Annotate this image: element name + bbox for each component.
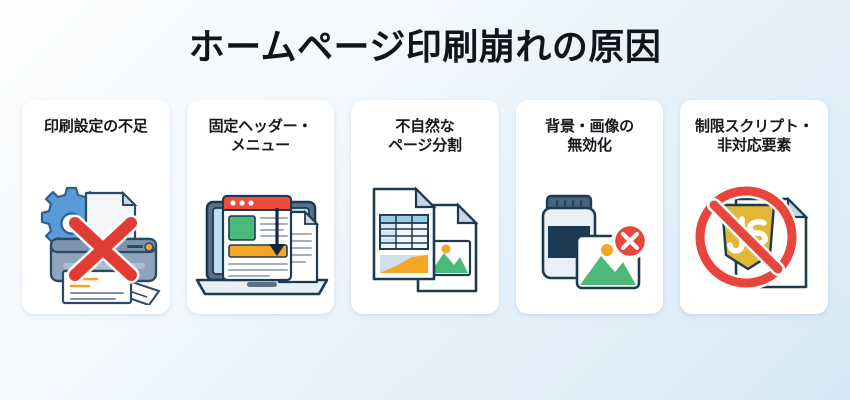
page-title: ホームページ印刷崩れの原因 [188, 27, 662, 68]
cause-card-print-settings[interactable]: 印刷設定の不足 [22, 100, 170, 314]
card-title-line1: 不自然な [395, 117, 455, 135]
cause-card-blocked-script[interactable]: 制限スクリプト・ 非対応要素 [680, 100, 828, 314]
card-title-line1: 固定ヘッダー・ [208, 117, 313, 135]
laptop-fixed-header-icon [187, 176, 335, 308]
card-title-line2: ページ分割 [388, 136, 462, 154]
cause-card-fixed-header[interactable]: 固定ヘッダー・ メニュー [186, 100, 335, 314]
printer-gear-error-icon [22, 176, 170, 308]
red-cross-icon [66, 214, 140, 284]
card-title-line2: 無効化 [567, 136, 612, 154]
blocked-script-icon [680, 176, 828, 308]
document-front [372, 186, 437, 281]
red-x-badge-icon [610, 222, 649, 260]
orange-chart [380, 255, 429, 273]
card-title: 制限スクリプト・ 非対応要素 [683, 117, 825, 155]
prohibition-sign-icon [693, 184, 800, 290]
cause-card-background-disabled[interactable]: 背景・画像の 無効化 [515, 100, 664, 314]
split-pages-icon [351, 176, 499, 308]
down-arrow-icon [268, 208, 285, 256]
card-title: 印刷設定の不足 [43, 117, 148, 135]
card-title: 不自然な ページ分割 [354, 117, 496, 155]
card-title: 固定ヘッダー・ メニュー [189, 117, 331, 155]
card-title-line2: メニュー [230, 136, 290, 154]
card-title-line1: 制限スクリプト・ [694, 117, 814, 135]
image-thumbnail [427, 239, 472, 277]
cause-card-page-split[interactable]: 不自然な ページ分割 [351, 100, 499, 314]
browser-window [221, 194, 292, 282]
card-title: 背景・画像の 無効化 [519, 117, 661, 155]
data-table [379, 214, 430, 250]
ink-image-disabled-icon [516, 176, 664, 308]
card-title-line1: 背景・画像の [545, 117, 634, 135]
cause-card-row: 印刷設定の不足 [22, 100, 828, 314]
card-title-line2: 非対応要素 [717, 136, 792, 154]
